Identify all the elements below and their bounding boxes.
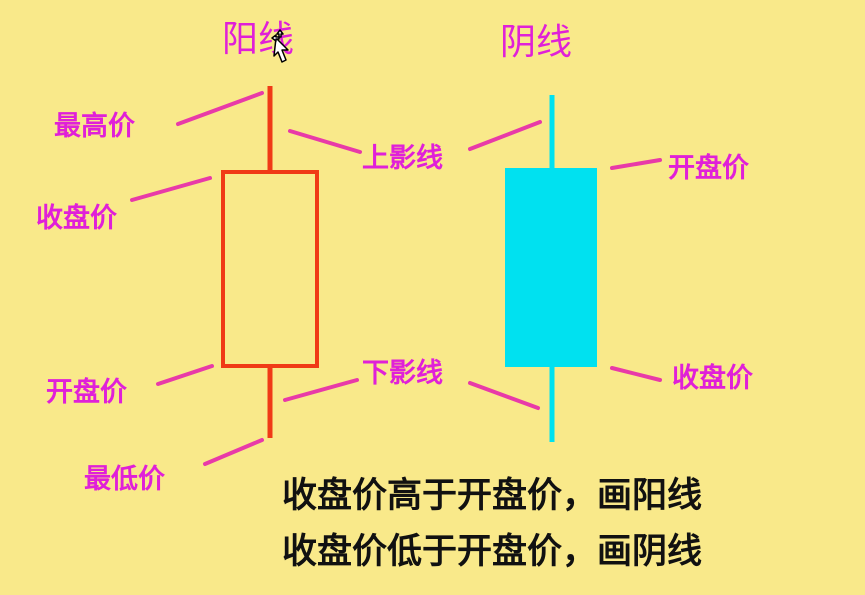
label-close-price-right: 收盘价 bbox=[672, 363, 753, 394]
note-yin-rule: 收盘价低于开盘价，画阴线 bbox=[282, 532, 703, 572]
label-lowest-price: 最低价 bbox=[84, 464, 165, 495]
pointer-lowest bbox=[203, 438, 264, 466]
pointer-upper-shadow-right bbox=[468, 120, 542, 151]
note-yang-rule: 收盘价高于开盘价，画阳线 bbox=[282, 476, 703, 516]
yang-body bbox=[221, 170, 319, 368]
yin-candle bbox=[505, 95, 597, 442]
label-highest-price: 最高价 bbox=[54, 111, 135, 142]
yang-candle bbox=[221, 86, 319, 438]
mouse-pointer-move-icon bbox=[271, 29, 289, 63]
label-open-price-left: 开盘价 bbox=[46, 377, 127, 408]
pointer-close-right bbox=[610, 366, 662, 382]
pointer-lower-shadow-left bbox=[283, 378, 359, 402]
pointer-lines bbox=[130, 91, 662, 466]
pointer-open-right bbox=[610, 158, 662, 170]
yin-body bbox=[505, 168, 597, 367]
pointer-open-left bbox=[156, 364, 214, 386]
label-lower-shadow: 下影线 bbox=[362, 358, 443, 389]
pointer-lower-shadow-right bbox=[468, 381, 540, 410]
pointer-upper-shadow-left bbox=[288, 129, 362, 154]
pointer-close-left bbox=[130, 176, 212, 202]
label-open-price-right: 开盘价 bbox=[668, 153, 749, 184]
label-upper-shadow: 上影线 bbox=[362, 143, 443, 174]
label-close-price-left: 收盘价 bbox=[36, 203, 117, 234]
pointer-highest bbox=[176, 91, 264, 126]
yin-title: 阴线 bbox=[500, 22, 573, 63]
